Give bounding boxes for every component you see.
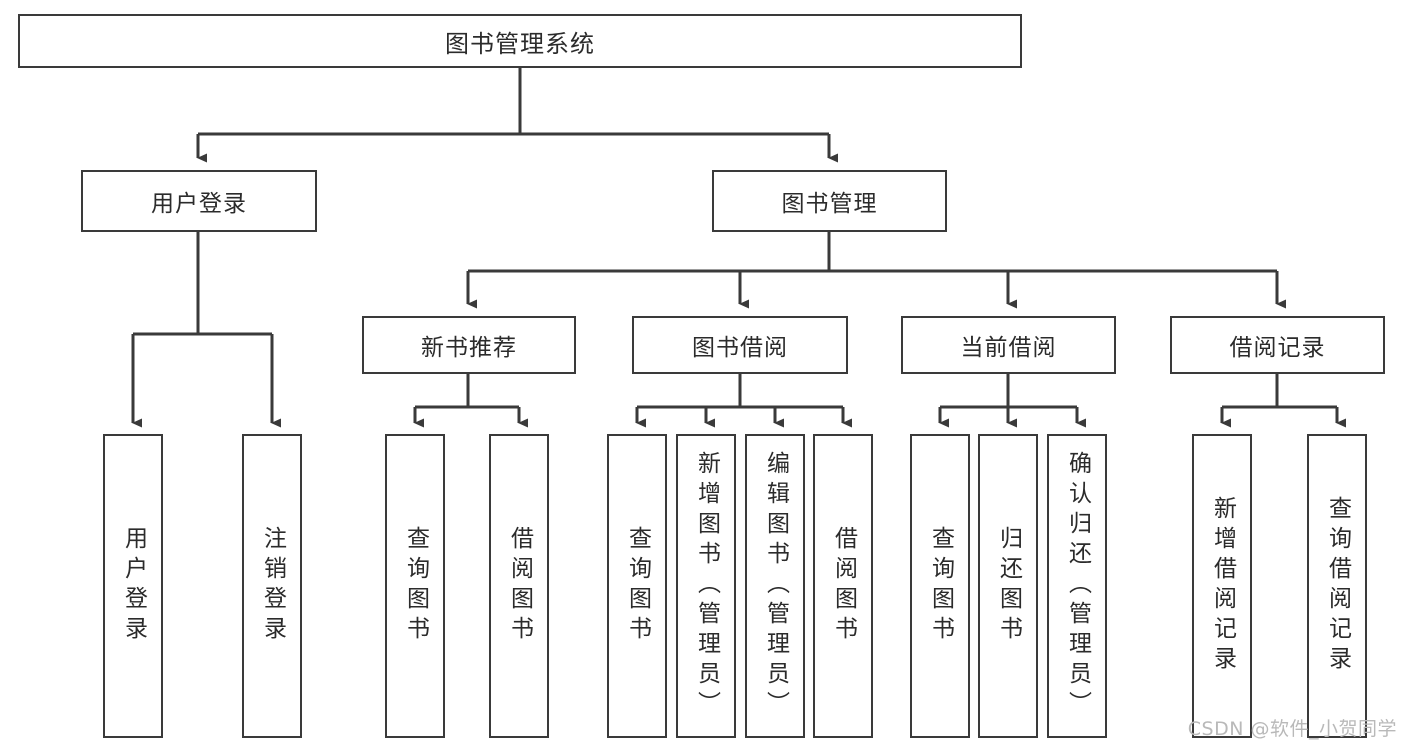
node-new-book-recommend[interactable]: 新书推荐 bbox=[362, 316, 576, 374]
node-book-management[interactable]: 图书管理 bbox=[712, 170, 947, 232]
node-leaf-borrow-book-1[interactable]: 借阅图书 bbox=[489, 434, 549, 738]
node-label: 查询图书 bbox=[402, 526, 429, 646]
node-current-borrow[interactable]: 当前借阅 bbox=[901, 316, 1116, 374]
node-label: 借阅图书 bbox=[830, 526, 857, 646]
node-label: 查询图书 bbox=[624, 526, 651, 646]
node-leaf-logout-login[interactable]: 注销登录 bbox=[242, 434, 302, 738]
node-leaf-edit-book[interactable]: 编辑图书（管理员） bbox=[745, 434, 805, 738]
node-label: 借阅记录 bbox=[1229, 335, 1326, 361]
node-label: 新增图书（管理员） bbox=[693, 451, 720, 721]
node-label: 用户登录 bbox=[120, 526, 147, 646]
node-label: 用户登录 bbox=[151, 191, 247, 217]
csdn-watermark: CSDN @软件_小贺同学 bbox=[1187, 718, 1397, 740]
node-label: 查询图书 bbox=[927, 526, 954, 646]
node-leaf-query-record[interactable]: 查询借阅记录 bbox=[1307, 434, 1367, 738]
node-book-borrow[interactable]: 图书借阅 bbox=[632, 316, 848, 374]
node-label: 新书推荐 bbox=[421, 335, 517, 361]
node-label: 新增借阅记录 bbox=[1209, 496, 1236, 676]
node-leaf-borrow-book-2[interactable]: 借阅图书 bbox=[813, 434, 873, 738]
node-root-system[interactable]: 图书管理系统 bbox=[18, 14, 1022, 68]
node-label: 归还图书 bbox=[995, 526, 1022, 646]
node-label: 图书管理系统 bbox=[445, 29, 595, 58]
node-leaf-query-book-1[interactable]: 查询图书 bbox=[385, 434, 445, 738]
node-label: 借阅图书 bbox=[506, 526, 533, 646]
node-leaf-query-book-2[interactable]: 查询图书 bbox=[607, 434, 667, 738]
node-label: 图书借阅 bbox=[692, 335, 788, 361]
node-label: 确认归还（管理员） bbox=[1064, 451, 1091, 721]
node-leaf-user-login[interactable]: 用户登录 bbox=[103, 434, 163, 738]
node-leaf-add-record[interactable]: 新增借阅记录 bbox=[1192, 434, 1252, 738]
node-label: 注销登录 bbox=[259, 526, 286, 646]
node-leaf-query-book-3[interactable]: 查询图书 bbox=[910, 434, 970, 738]
node-borrow-record[interactable]: 借阅记录 bbox=[1170, 316, 1385, 374]
node-leaf-return-book[interactable]: 归还图书 bbox=[978, 434, 1038, 738]
node-label: 查询借阅记录 bbox=[1324, 496, 1351, 676]
node-user-login[interactable]: 用户登录 bbox=[81, 170, 317, 232]
node-leaf-confirm-return[interactable]: 确认归还（管理员） bbox=[1047, 434, 1107, 738]
node-label: 当前借阅 bbox=[960, 335, 1057, 361]
node-label: 图书管理 bbox=[781, 191, 878, 217]
node-label: 编辑图书（管理员） bbox=[762, 451, 789, 721]
node-leaf-add-book[interactable]: 新增图书（管理员） bbox=[676, 434, 736, 738]
